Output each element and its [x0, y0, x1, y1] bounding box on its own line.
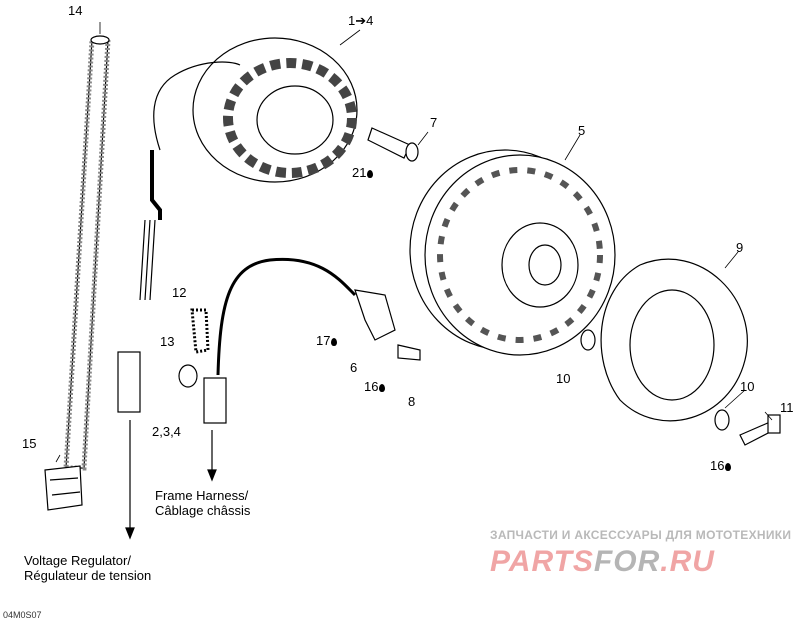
trigger-coil-part-6: [203, 257, 396, 424]
conduit-part-14: [63, 35, 111, 471]
callout-text: 16: [364, 379, 379, 394]
caption-en: Frame Harness/: [155, 488, 249, 503]
screw-part-8: [397, 344, 421, 361]
clamp-part-15: [44, 465, 83, 511]
callout-10: 10: [556, 371, 571, 386]
callout-16: 16: [364, 379, 386, 394]
caption-fr: Câblage châssis: [155, 503, 251, 518]
trigger-wheel-part-9: [600, 258, 748, 422]
callout-7: 7: [430, 115, 438, 130]
callout-1-4: 1➔4: [348, 13, 374, 28]
callout-text: 17: [316, 333, 331, 348]
watermark-part: FOR: [593, 545, 661, 578]
leader-lines: [55, 22, 773, 463]
arrow-icon: [125, 527, 135, 540]
callout-15: 15: [22, 436, 37, 451]
washer-part-10: [714, 409, 730, 431]
caption-en: Voltage Regulator/: [24, 553, 131, 568]
bolt-part-11: [739, 414, 781, 446]
watermark-tagline: ЗАПЧАСТИ И АКСЕССУАРЫ ДЛЯ МОТОТЕХНИКИ: [490, 528, 792, 542]
callout-10: 10: [740, 379, 755, 394]
flywheel-part-5: [409, 149, 616, 356]
callout-6: 6: [350, 360, 358, 375]
watermark-part: .RU: [660, 545, 715, 578]
callout-5: 5: [578, 123, 586, 138]
watermark-logo: PARTSFOR.RU: [490, 545, 715, 579]
callout-12: 12: [172, 285, 187, 300]
frame-harness-caption: Frame Harness/ Câblage châssis: [155, 488, 250, 518]
watermark-part: PARTS: [490, 545, 594, 578]
spring-part-12: [190, 308, 210, 354]
callout-17: 17: [316, 333, 338, 348]
callout-21: 21: [352, 165, 374, 180]
sleeve-part-13: [178, 364, 198, 388]
drop-icon: [331, 338, 338, 346]
washer-part-10: [580, 329, 596, 351]
callout-8: 8: [408, 394, 416, 409]
callout-9: 9: [736, 240, 744, 255]
arrow-icon: [207, 469, 217, 482]
callout-13: 13: [160, 334, 175, 349]
callout-14: 14: [68, 3, 83, 18]
stator-part-1-4: [117, 37, 358, 413]
drop-icon: [379, 384, 386, 392]
drop-icon: [367, 170, 374, 178]
drop-icon: [725, 463, 732, 471]
callout-text: 21: [352, 165, 367, 180]
figure-code: 04M0S07: [3, 610, 42, 620]
callout-16: 16: [710, 458, 732, 473]
voltage-regulator-caption: Voltage Regulator/ Régulateur de tension: [24, 553, 151, 583]
callout-11: 11: [780, 400, 794, 415]
bolt-part-7: [367, 127, 419, 162]
caption-fr: Régulateur de tension: [24, 568, 152, 583]
callout-text: 16: [710, 458, 725, 473]
callout-2-3-4: 2,3,4: [152, 424, 181, 439]
